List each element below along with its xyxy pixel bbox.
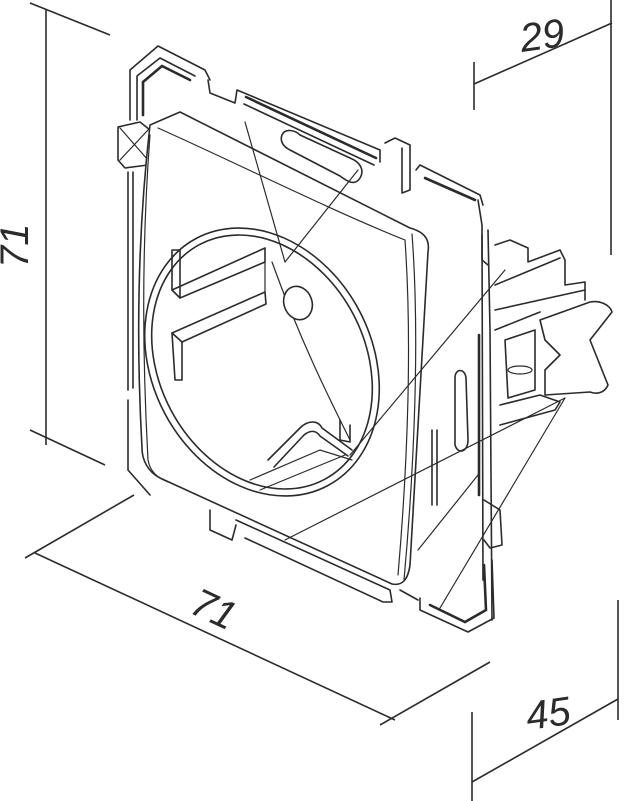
dimension-height: 71 [0, 2, 111, 466]
frame-slot-top [280, 129, 363, 184]
dimension-height-label: 71 [0, 224, 37, 269]
dimension-width-label: 71 [184, 580, 243, 639]
dimension-depth-front: 29 [473, 0, 613, 255]
dimension-depth-front-label: 29 [516, 11, 567, 61]
construction-lines [244, 121, 566, 609]
dimension-depth-total: 45 [471, 600, 619, 801]
mechanism-block [494, 239, 586, 426]
mounting-frame [127, 45, 503, 633]
fixing-claw [539, 300, 613, 396]
frame-slot-right [431, 369, 469, 506]
pin-hole [282, 285, 314, 321]
socket-recess [143, 227, 381, 497]
earthing-contact-guides [171, 247, 267, 381]
earth-spring-contact [249, 419, 353, 491]
dimension-depth-total-label: 45 [523, 689, 574, 739]
left-clip-tab [117, 121, 151, 169]
